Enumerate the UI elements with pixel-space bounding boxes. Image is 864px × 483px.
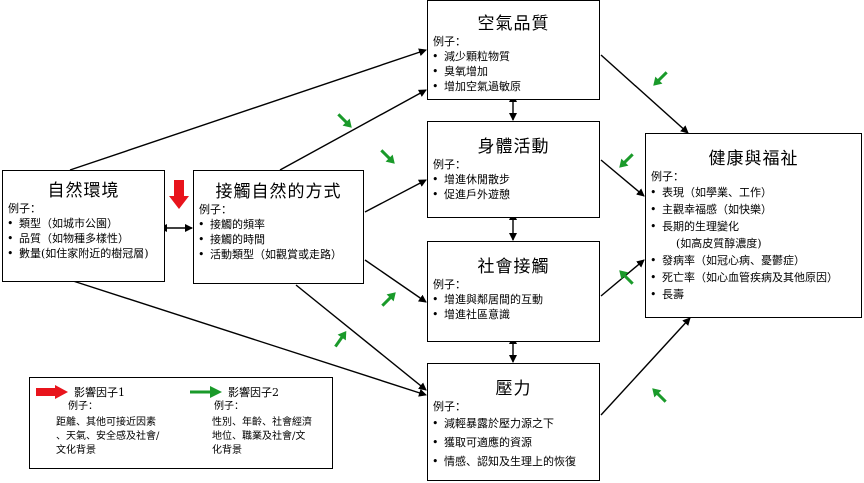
green-arrow-icon [381, 292, 396, 307]
arrow-physical-to-health [600, 159, 645, 197]
green-arrow-icon [380, 149, 395, 164]
arrow-exposure-to-air [279, 89, 427, 171]
legend-line: 地位、職業及社會/文 [212, 431, 306, 442]
list-item: 增進與鄰居間的互動 [428, 292, 599, 307]
legend-factor-1: 影響因子1 例子： 距離、其他可接近因素 、天氣、安全感及社會/ 文化背景 [36, 384, 186, 458]
list-item: 數量(如住家附近的樹冠層) [3, 246, 164, 261]
box-list: 類型（如城市公園） 品質（如物種多樣性） 數量(如住家附近的樹冠層) [3, 216, 164, 261]
legend-label: 影響因子1 [74, 386, 125, 399]
box-sub: 例子： [433, 400, 466, 413]
green-arrow-icon [653, 71, 668, 86]
legend: 影響因子1 例子： 距離、其他可接近因素 、天氣、安全感及社會/ 文化背景 影響… [29, 377, 333, 469]
arrow-stress-to-health [600, 317, 691, 416]
green-arrow-icon [652, 388, 667, 403]
legend-line: 化背景 [212, 445, 242, 456]
legend-line: 性別、年齡、社會經濟 [212, 417, 312, 428]
green-arrow-icon [337, 113, 352, 128]
legend-line: 、天氣、安全感及社會/ [56, 431, 160, 442]
list-item: 死亡率（如心血管疾病及其他原因） [646, 269, 861, 286]
box-physical-activity: 身體活動 例子： 增進休閒散步 促進戶外遊憩 [427, 121, 600, 218]
green-arrow-icon [619, 153, 634, 168]
list-item: 增進休閒散步 [428, 172, 599, 187]
arrow-nature-to-stress [69, 279, 427, 397]
box-exposure-mode: 接觸自然的方式 例子： 接觸的頻率 接觸的時間 活動類型（如觀賞或走路） [193, 170, 364, 284]
box-title: 壓力 [495, 379, 532, 399]
box-sub: 例子： [433, 35, 466, 48]
list-item-continuation: (如高皮質醇濃度) [676, 237, 762, 250]
box-natural-environment: 自然環境 例子： 類型（如城市公園） 品質（如物種多樣性） 數量(如住家附近的樹… [2, 170, 165, 282]
box-list: 減少顆粒物質 臭氧增加 增加空氣過敏原 [428, 49, 599, 94]
box-title: 身體活動 [477, 137, 550, 157]
legend-line: 距離、其他可接近因素 [56, 417, 156, 428]
list-item: 接觸的頻率 [194, 217, 363, 232]
list-item: 類型（如城市公園） [3, 216, 164, 231]
box-list: 表現（如學業、工作） 主觀幸福感（如快樂） 長期的生理變化 [646, 184, 861, 235]
list-item: 長期的生理變化 [646, 218, 861, 235]
box-title: 社會接觸 [477, 257, 550, 277]
box-sub: 例子： [8, 202, 41, 215]
list-item: 增加空氣過敏原 [428, 79, 599, 94]
list-item: 促進戶外遊憩 [428, 187, 599, 202]
box-title: 接觸自然的方式 [215, 182, 342, 202]
list-item: 表現（如學業、工作） [646, 184, 861, 201]
green-arrow-icon [334, 330, 347, 348]
legend-text: 距離、其他可接近因素 、天氣、安全感及社會/ 文化背景 [56, 416, 186, 458]
thick-red-arrow-icon [36, 385, 68, 399]
list-item: 臭氧增加 [428, 64, 599, 79]
legend-text: 性別、年齡、社會經濟 地位、職業及社會/文 化背景 [212, 416, 330, 458]
box-list: 減輕暴露於壓力源之下 獲取可適應的資源 情感、認知及生理上的恢復 [428, 414, 599, 471]
legend-factor-2: 影響因子2 例子： 性別、年齡、社會經濟 地位、職業及社會/文 化背景 [190, 384, 330, 458]
list-item: 品質（如物種多樣性） [3, 231, 164, 246]
box-sub: 例子： [651, 170, 684, 183]
box-list: 發病率（如冠心病、憂鬱症） 死亡率（如心血管疾病及其他原因） 長壽 [646, 252, 861, 303]
list-item: 主觀幸福感（如快樂） [646, 201, 861, 218]
box-list: 增進休閒散步 促進戶外遊憩 [428, 172, 599, 202]
list-item: 接觸的時間 [194, 232, 363, 247]
legend-sub: 例子： [214, 401, 244, 412]
arrow-exposure-to-physical [364, 179, 427, 213]
list-item: 長壽 [646, 286, 861, 303]
list-item: 獲取可適應的資源 [428, 433, 599, 452]
green-arrow-icon [619, 270, 634, 285]
list-item: 減少顆粒物質 [428, 49, 599, 64]
thick-red-arrow-icon [169, 180, 189, 209]
legend-line: 文化背景 [56, 445, 96, 456]
list-item: 情感、認知及生理上的恢復 [428, 452, 599, 471]
box-list: 增進與鄰居間的互動 增進社區意識 [428, 292, 599, 322]
green-arrow-icon [190, 386, 222, 398]
box-air-quality: 空氣品質 例子： 減少顆粒物質 臭氧增加 增加空氣過敏原 [427, 0, 600, 100]
legend-sub: 例子： [68, 401, 98, 412]
list-item: 增進社區意識 [428, 307, 599, 322]
box-title: 空氣品質 [477, 14, 550, 34]
box-sub: 例子： [433, 278, 466, 291]
list-item: 發病率（如冠心病、憂鬱症） [646, 252, 861, 269]
legend-label: 影響因子2 [228, 386, 279, 399]
box-stress: 壓力 例子： 減輕暴露於壓力源之下 獲取可適應的資源 情感、認知及生理上的恢復 [427, 363, 600, 481]
arrow-air-to-health [600, 54, 689, 134]
green-arrows [334, 71, 668, 403]
box-list: 接觸的頻率 接觸的時間 活動類型（如觀賞或走路） [194, 217, 363, 262]
box-social-contact: 社會接觸 例子： 增進與鄰居間的互動 增進社區意識 [427, 241, 600, 342]
arrow-nature-to-air [69, 48, 427, 171]
list-item: 減輕暴露於壓力源之下 [428, 414, 599, 433]
box-sub: 例子： [199, 203, 232, 216]
arrow-exposure-to-social [364, 259, 427, 303]
list-item: 活動類型（如觀賞或走路） [194, 247, 363, 262]
box-sub: 例子： [433, 158, 466, 171]
box-title: 健康與福祉 [708, 149, 799, 169]
box-health-wellbeing: 健康與福祉 例子： 表現（如學業、工作） 主觀幸福感（如快樂） 長期的生理變化 … [645, 133, 862, 318]
box-title: 自然環境 [47, 181, 120, 201]
arrow-exposure-to-stress [295, 284, 427, 391]
